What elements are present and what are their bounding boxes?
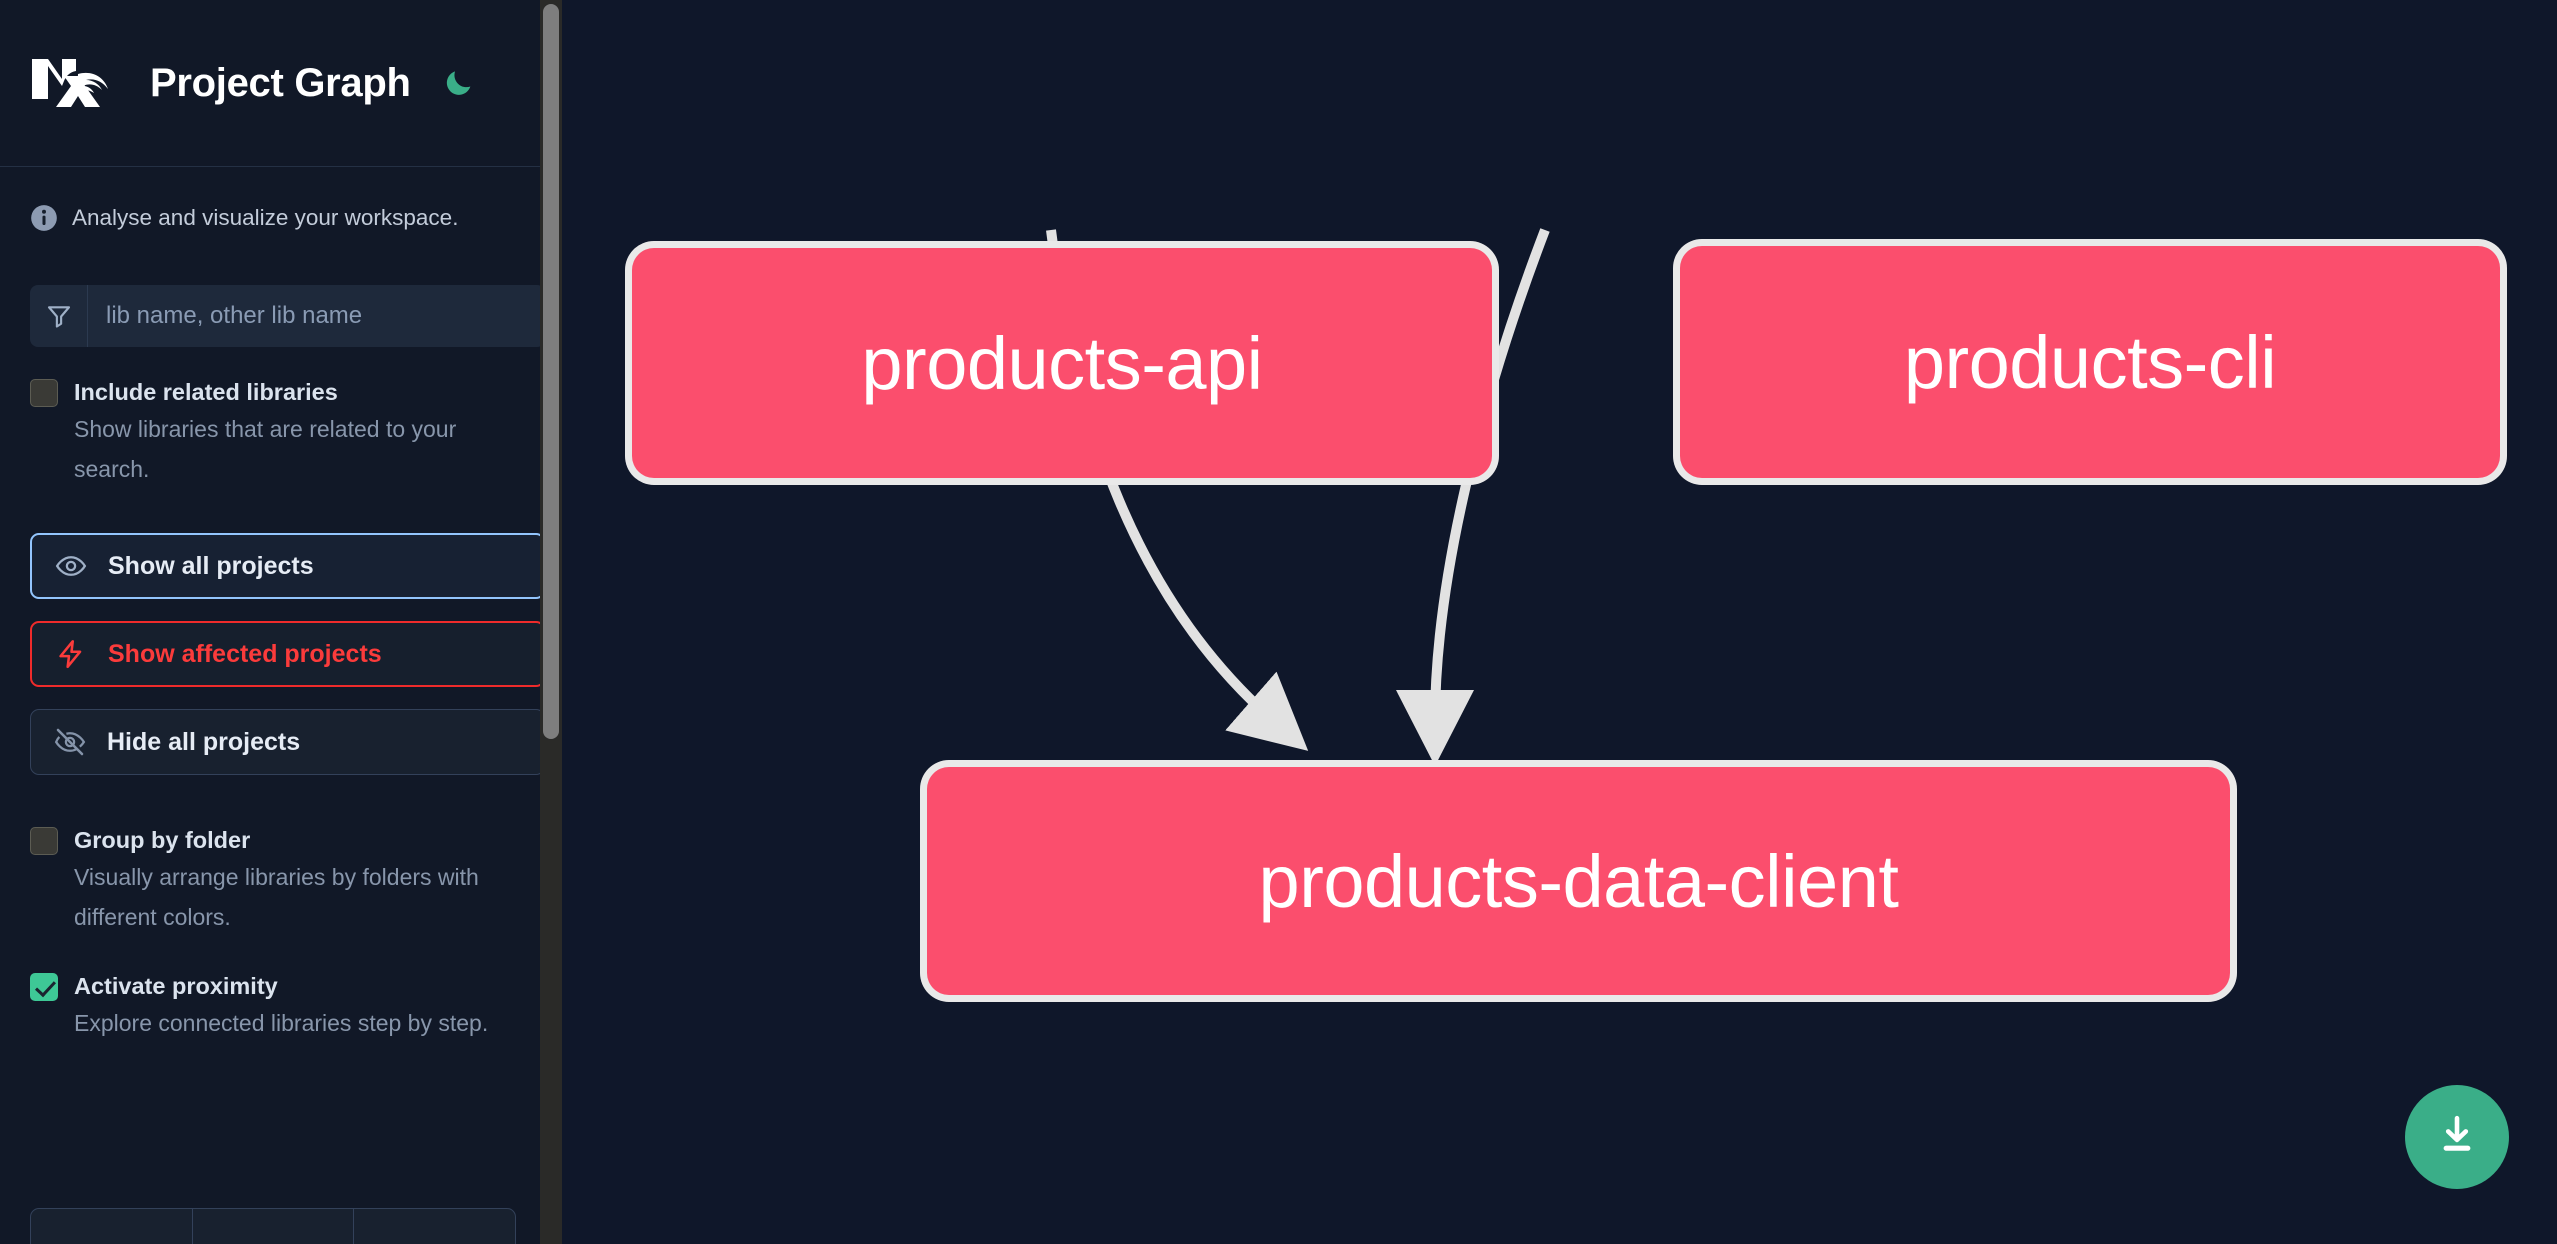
graph-node-products-data-client[interactable]: products-data-client: [927, 767, 2230, 995]
checkbox-description: Show libraries that are related to your …: [74, 416, 457, 482]
graph-node-products-api[interactable]: products-api: [632, 248, 1492, 478]
checkbox-activate-proximity[interactable]: Activate proximity Explore connected lib…: [30, 969, 545, 1043]
checkbox-label: Include related libraries: [74, 379, 338, 405]
checkbox-group-by-folder[interactable]: Group by folder Visually arrange librari…: [30, 823, 545, 937]
sidebar: Project Graph Analyse and visualize your…: [0, 0, 575, 1244]
button-label: Show affected projects: [108, 639, 382, 668]
checkbox-description: Visually arrange libraries by folders wi…: [74, 864, 479, 930]
checkbox-box[interactable]: [30, 379, 58, 407]
segmented-control[interactable]: [30, 1208, 516, 1244]
segment-option-3[interactable]: [354, 1209, 515, 1244]
sidebar-header: Project Graph: [0, 0, 575, 167]
nx-logo-icon: [30, 56, 122, 110]
segment-option-2[interactable]: [193, 1209, 355, 1244]
edge-products-cli-to-products-data-client: [1396, 228, 1550, 766]
segment-option-1[interactable]: [31, 1209, 193, 1244]
page-title: Project Graph: [150, 60, 411, 105]
button-label: Hide all projects: [107, 727, 301, 756]
lightning-icon: [54, 637, 88, 671]
graph-node-products-cli[interactable]: products-cli: [1680, 246, 2500, 478]
sidebar-scrollbar[interactable]: [540, 0, 562, 1244]
graph-canvas[interactable]: products-api products-cli products-data-…: [575, 0, 2557, 1244]
node-label: products-api: [861, 321, 1263, 405]
download-icon: [2433, 1111, 2481, 1164]
moon-icon[interactable]: [439, 63, 479, 103]
tagline-text: Analyse and visualize your workspace.: [72, 205, 459, 230]
hide-all-projects-button[interactable]: Hide all projects: [30, 709, 545, 775]
sidebar-scrollbar-thumb[interactable]: [543, 4, 559, 739]
button-label: Show all projects: [108, 551, 314, 580]
checkbox-label: Group by folder: [74, 827, 251, 853]
tagline: Analyse and visualize your workspace.: [30, 203, 545, 233]
show-affected-projects-button[interactable]: Show affected projects: [30, 621, 545, 687]
checkbox-box[interactable]: [30, 973, 58, 1001]
show-all-projects-button[interactable]: Show all projects: [30, 533, 545, 599]
checkbox-label: Activate proximity: [74, 973, 278, 999]
visibility-button-group: Show all projects Show affected projects: [30, 533, 545, 775]
sidebar-edge: [562, 0, 575, 1244]
search-input[interactable]: [88, 285, 545, 347]
search-field[interactable]: [30, 285, 545, 347]
eye-icon: [54, 549, 88, 583]
node-label: products-data-client: [1258, 839, 1899, 923]
eye-off-icon: [53, 725, 87, 759]
node-label: products-cli: [1903, 320, 2277, 404]
info-icon: [30, 204, 58, 232]
checkbox-description: Explore connected libraries step by step…: [74, 1010, 489, 1036]
checkbox-box[interactable]: [30, 827, 58, 855]
checkbox-include-related-libraries[interactable]: Include related libraries Show libraries…: [30, 375, 545, 489]
download-graph-button[interactable]: [2405, 1085, 2509, 1189]
sidebar-body: Analyse and visualize your workspace. In…: [0, 203, 575, 1043]
graph-edges: [1046, 228, 1550, 766]
filter-icon: [30, 285, 88, 347]
